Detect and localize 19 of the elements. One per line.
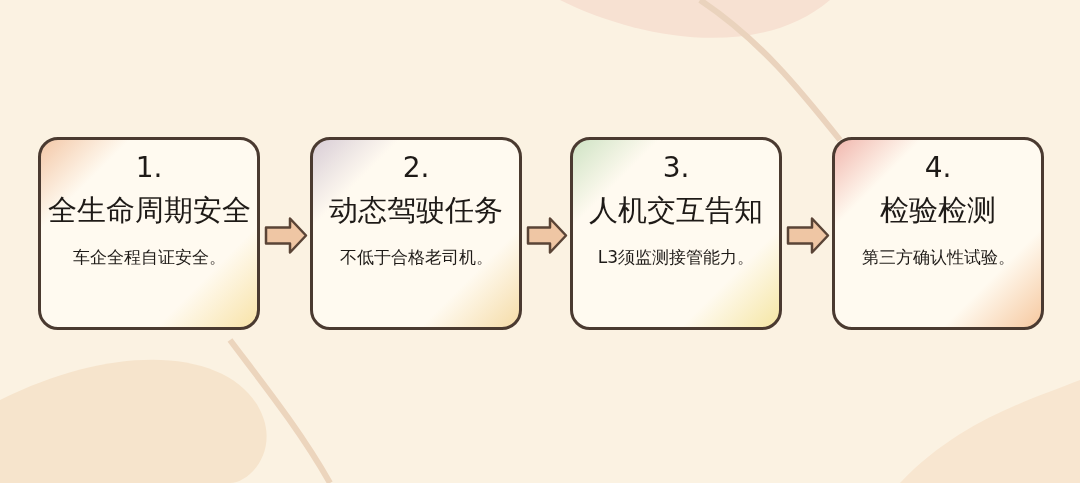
step-title: 动态驾驶任务 (329, 192, 503, 228)
step-description: 第三方确认性试验。 (861, 246, 1015, 268)
step-description: 不低于合格老司机。 (339, 246, 493, 268)
step-card (570, 137, 782, 330)
step-number: 3. (662, 152, 690, 184)
step-title: 全生命周期安全 (47, 192, 251, 228)
step-title: 人机交互告知 (589, 192, 763, 228)
step-description: 车企全程自证安全。 (72, 246, 226, 268)
step-number: 1. (135, 152, 163, 184)
step-number: 2. (402, 152, 430, 184)
arrow (786, 217, 830, 254)
step-card (310, 137, 522, 330)
step-description: L3须监测接管能力。 (597, 246, 755, 268)
step-number: 4. (924, 152, 952, 184)
arrow (264, 217, 308, 254)
step-title: 检验检测 (880, 192, 996, 228)
arrow (526, 217, 568, 254)
step-card (832, 137, 1044, 330)
step-card (38, 137, 260, 330)
